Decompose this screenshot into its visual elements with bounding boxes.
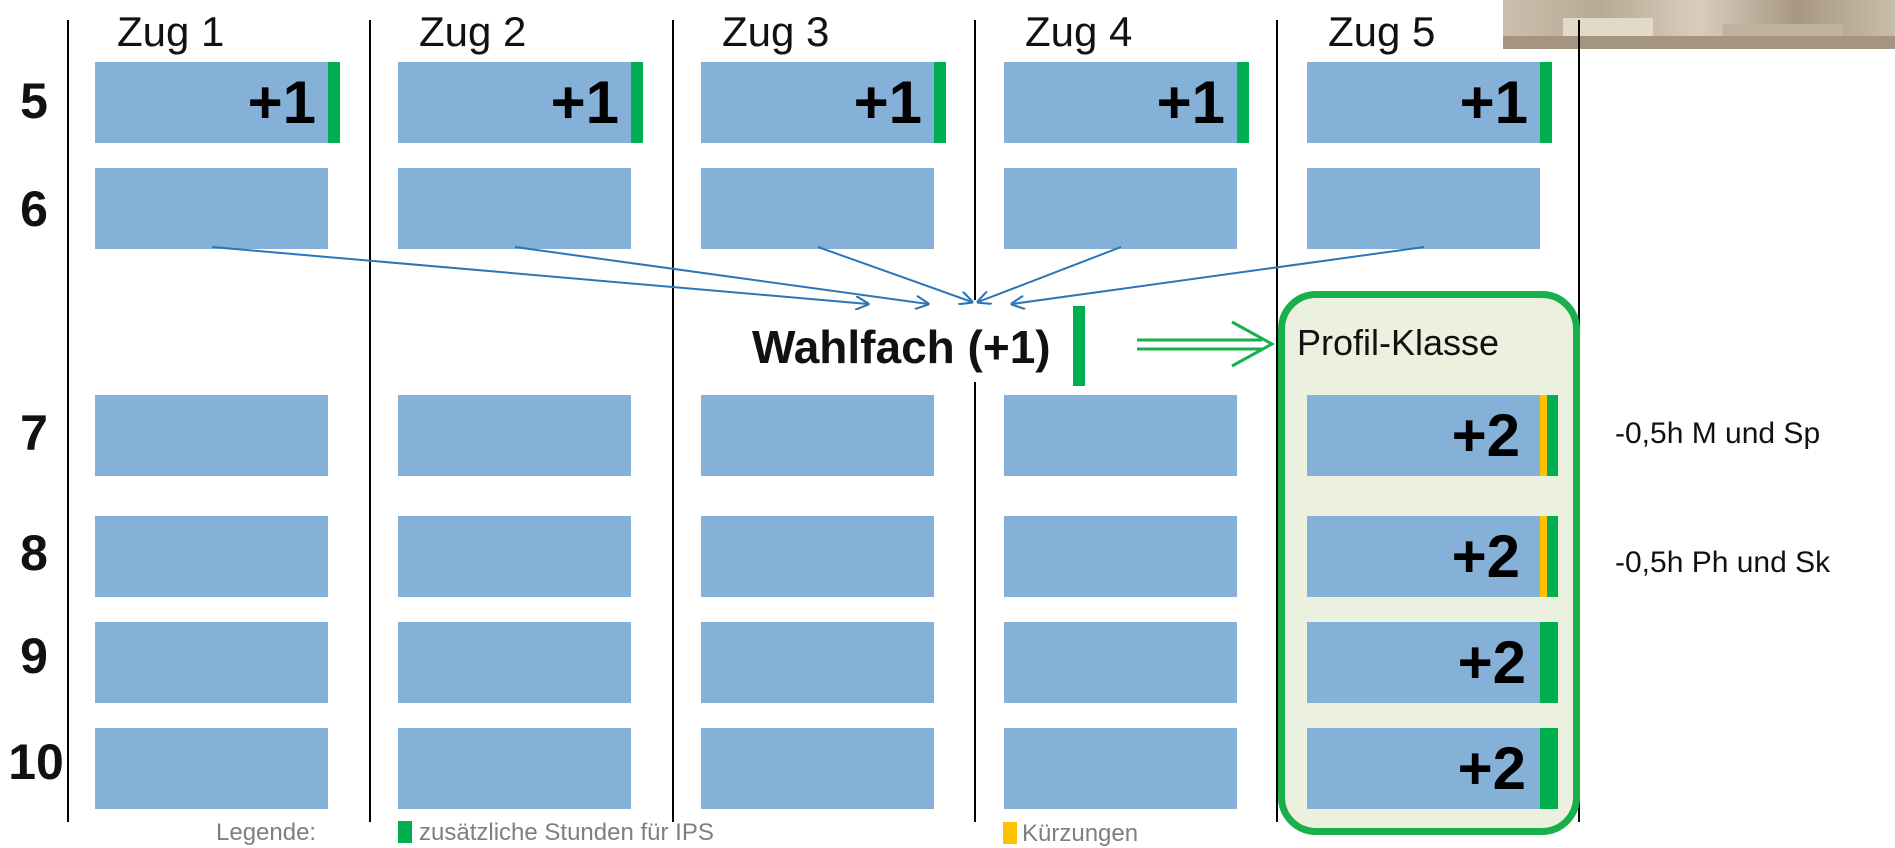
extra-hours-label: +1 [1156,69,1225,136]
extra-hours-label: +1 [247,69,316,136]
legend-extra-hours: zusätzliche Stunden für IPS [419,819,714,846]
class-box-zug4-grade10 [1004,728,1237,809]
extra-hours-marker [1540,622,1558,703]
grade-label-10: 10 [8,734,64,790]
class-box-zug2-grade10 [398,728,631,809]
extra-hours-marker [934,62,946,143]
class-box-zug2-grade9 [398,622,631,703]
class-box-zug4-grade6 [1004,168,1237,249]
grade-label-8: 8 [20,525,48,581]
elective-extra-hours-marker [1073,306,1085,386]
class-box-zug5-grade8: +2 [1307,516,1540,597]
column-header-zug-3: Zug 3 [722,8,830,55]
class-box-zug1-grade9 [95,622,328,703]
extra-hours-marker [631,62,643,143]
class-box-zug3-grade10 [701,728,934,809]
column-divider [672,20,674,822]
class-box-zug5-grade5: +1 [1307,62,1540,143]
profile-hours-label: +2 [1457,629,1526,696]
class-box-zug4-grade5: +1 [1004,62,1237,143]
class-box-zug2-grade5: +1 [398,62,631,143]
column-header-zug-5: Zug 5 [1328,8,1436,55]
class-box-zug4-grade7 [1004,395,1237,476]
legend-reductions: Kürzungen [1022,820,1139,847]
column-divider [369,20,371,822]
column-divider [67,20,69,822]
profile-hours-label: +2 [1451,402,1520,469]
profile-hours-label: +2 [1451,523,1520,590]
class-box-zug1-grade6 [95,168,328,249]
class-box-zug1-grade5: +1 [95,62,328,143]
class-box-zug3-grade7 [701,395,934,476]
class-box-zug4-grade9 [1004,622,1237,703]
class-box-zug1-grade7 [95,395,328,476]
extra-hours-marker [1540,728,1558,809]
class-box-zug3-grade6 [701,168,934,249]
legend-green-swatch [398,821,412,843]
note-grade-8: -0,5h Ph und Sk [1615,546,1831,579]
extra-hours-marker [328,62,340,143]
extra-hours-label: +1 [853,69,922,136]
column-header-zug-1: Zug 1 [117,8,225,55]
class-box-zug4-grade8 [1004,516,1237,597]
note-grade-7: -0,5h M und Sp [1615,417,1821,450]
class-box-zug5-grade6 [1307,168,1540,249]
extra-hours-marker [1547,516,1558,597]
class-box-zug1-grade8 [95,516,328,597]
legend-yellow-swatch [1003,822,1017,844]
class-box-zug5-grade9: +2 [1307,622,1540,703]
extra-hours-marker [1540,62,1552,143]
elective-label: Wahlfach (+1) [752,321,1051,373]
column-header-zug-4: Zug 4 [1025,8,1133,55]
extra-hours-label: +1 [1459,69,1528,136]
column-divider [1276,20,1278,822]
class-box-zug2-grade8 [398,516,631,597]
column-divider [974,382,976,822]
grade-label-9: 9 [20,628,48,684]
legend-title: Legende: [216,819,317,846]
class-box-zug3-grade9 [701,622,934,703]
column-header-zug-2: Zug 2 [419,8,527,55]
profile-class-title: Profil-Klasse [1297,322,1500,363]
grade-label-7: 7 [20,405,48,461]
class-box-zug2-grade7 [398,395,631,476]
class-box-zug3-grade5: +1 [701,62,934,143]
extra-hours-marker [1237,62,1249,143]
background-photo [1503,0,1895,49]
extra-hours-label: +1 [550,69,619,136]
reduction-marker [1540,395,1547,476]
reduction-marker [1540,516,1547,597]
grade-label-6: 6 [20,181,48,237]
class-box-zug5-grade10: +2 [1307,728,1540,809]
class-box-zug3-grade8 [701,516,934,597]
extra-hours-marker [1547,395,1558,476]
class-box-zug5-grade7: +2 [1307,395,1540,476]
profile-hours-label: +2 [1457,735,1526,802]
class-box-zug1-grade10 [95,728,328,809]
class-box-zug2-grade6 [398,168,631,249]
grade-label-5: 5 [20,73,48,129]
column-divider [974,20,976,300]
